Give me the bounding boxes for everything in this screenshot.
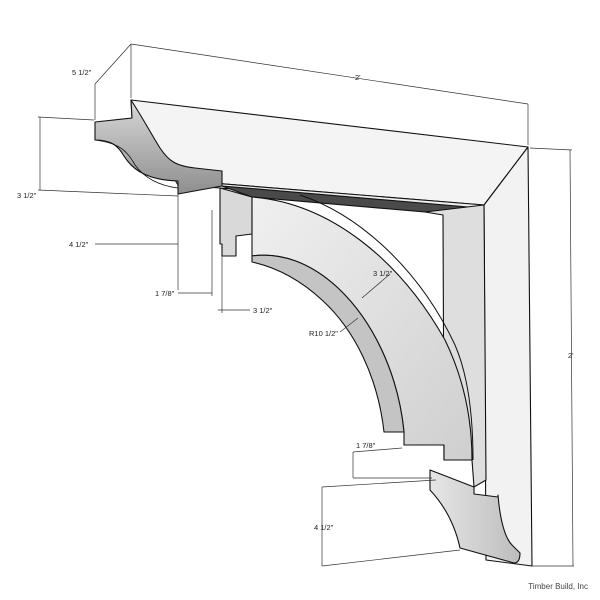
dim-top-depth: 5 1/2" bbox=[72, 68, 92, 77]
dim-bottom-profile-height: 4 1/2" bbox=[314, 523, 334, 532]
dim-arc-radius: R10 1/2" bbox=[309, 329, 338, 338]
dim-arc-width: 3 1/2" bbox=[373, 269, 393, 278]
dim-right-height: 2' bbox=[568, 351, 574, 360]
dim-bottom-step: 1 7/8" bbox=[356, 441, 376, 450]
bottom-end-profile bbox=[429, 469, 521, 564]
dimension-lines bbox=[37, 43, 574, 567]
dimension-labels: 5 1/2" 2' 2' 3 1/2" 4 1/2" 1 7/8" 3 1/2"… bbox=[17, 68, 574, 532]
arc-bracket-inner bbox=[251, 254, 405, 433]
dim-top-profile-depth: 4 1/2" bbox=[69, 240, 89, 249]
dim-top-step-1: 1 7/8" bbox=[155, 289, 175, 298]
dim-top-profile-height: 3 1/2" bbox=[17, 191, 37, 200]
top-step-block bbox=[219, 187, 253, 257]
dim-top-length: 2' bbox=[355, 73, 361, 82]
credit-text: Timber Build, Inc bbox=[528, 582, 588, 591]
dim-top-step-2: 3 1/2" bbox=[253, 306, 273, 315]
bracket-solid bbox=[94, 99, 533, 567]
